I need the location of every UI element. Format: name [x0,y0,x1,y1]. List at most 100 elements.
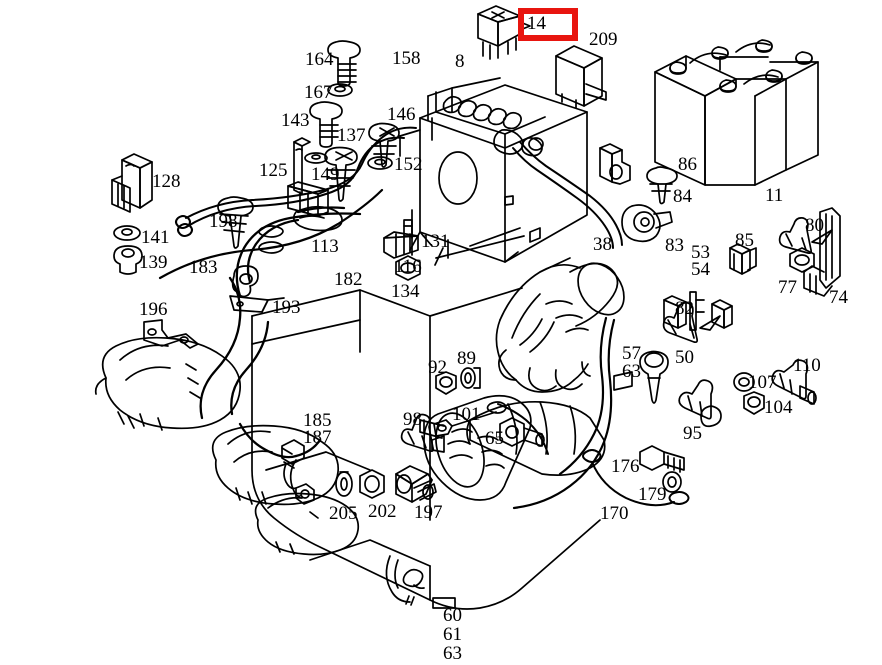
part-116-bracket [383,209,419,259]
part-callout-197: 197 [414,502,443,523]
part-callout-89: 89 [457,348,476,369]
part-134-nut [395,255,421,281]
part-callout-38: 38 [593,234,612,255]
part-callout-83: 83 [665,235,684,256]
part-callout-164: 164 [305,49,334,70]
part-callout-152: 152 [394,154,423,175]
part-callout-11: 11 [765,185,784,206]
part-callout-143: 143 [281,110,310,131]
part-callout-209: 209 [589,29,618,50]
battery-cable-38 [512,141,623,249]
battery-body [399,77,588,266]
intake-manifold [495,257,625,393]
part-callout-86: 86 [678,154,697,175]
part-callout-92: 92 [428,357,447,378]
part-77-nut [789,247,815,273]
part-152-washer [367,156,393,170]
part-86-clip [599,143,631,185]
part-149-screw [324,146,358,202]
part-callout-116: 116 [394,256,422,277]
part-84-bolt [646,166,678,205]
part-callout-139: 139 [139,252,168,273]
part-callout-141: 141 [141,227,170,248]
part-176-bolt [639,445,685,473]
part-callout-176: 176 [611,456,640,477]
air-cleaner-lower-left [211,424,340,506]
part-callout-95: 95 [683,423,702,444]
part-callout-85: 85 [735,230,754,251]
part-callout-80: 80 [805,215,824,236]
part-callout-14: 14 [527,13,546,34]
part-callout-193: 193 [272,297,301,318]
part-callout-167: 167 [304,82,333,103]
air-cleaner-left [94,336,242,431]
part-callout-8: 8 [455,51,465,72]
battery-cells-11 [654,39,819,186]
part-179-washer [662,471,682,493]
part-85-connector [729,243,757,275]
part-98-bolt [400,413,445,453]
part-143-bolt [309,101,343,148]
cable-182 [158,188,384,280]
part-callout-137: 137 [337,125,366,146]
part-92-nut [435,371,457,395]
part-callout-98: 98 [403,409,422,430]
part-107-washer [733,372,755,392]
part-137-washer [304,152,328,164]
part-146-screw [368,122,400,168]
part-139-grommet [113,245,143,275]
part-callout-63: 63 [443,643,462,664]
part-callout-185: 185 [303,410,332,431]
part-110-bolt [771,359,817,405]
part-callout-198: 198 [209,211,238,232]
part-callout-202: 202 [368,501,397,522]
part-callout-101: 101 [452,404,481,425]
part-callout-104: 104 [764,397,793,418]
part-callout-53: 53 [691,242,710,263]
part-callout-183: 183 [189,257,218,278]
part-callout-187: 187 [303,427,332,448]
part-callout-131: 131 [421,231,450,252]
part-callout-60: 60 [443,605,462,626]
part-callout-65: 65 [485,428,504,449]
part-193-mount [229,265,285,313]
part-callout-84: 84 [673,186,692,207]
part-callout-170: 170 [600,503,629,524]
air-cleaner-bottom [254,492,360,556]
part-callout-134: 134 [391,281,420,302]
part-196-bracket [143,319,199,349]
part-callout-107: 107 [748,372,777,393]
part-callout-146: 146 [387,104,416,125]
part-callout-82: 82 [675,298,694,319]
part-83-grommet [621,204,673,243]
part-95-bolt [678,379,722,428]
part-callout-196: 196 [139,299,168,320]
part-141-washer [113,225,141,241]
part-82-screw [662,301,721,344]
part-74-bracket [803,207,841,297]
part-65-valve [499,417,545,447]
part-callout-179: 179 [638,484,667,505]
part-callout-57: 57 [622,343,641,364]
part-185-187-connectors [281,439,315,505]
part-202-nut [359,469,385,499]
part-callout-128: 128 [152,171,181,192]
part-14-relay [477,5,531,60]
part-callout-54: 54 [691,259,710,280]
part-104-nut [743,391,765,415]
part-callout-61: 61 [443,624,462,645]
part-167-washer [327,83,353,97]
part-113-clamp [292,205,343,232]
part-197-fitting [395,465,437,503]
part-170-cable [582,449,690,507]
part-callout-205: 205 [329,503,358,524]
part-callout-74: 74 [829,287,848,308]
part-50-boot [639,350,669,404]
part-205-washer [335,471,353,497]
part-callout-63: 63 [622,361,641,382]
part-128-bracket [111,153,153,213]
part-callout-158: 158 [392,48,421,69]
cable-38-run [512,316,616,510]
